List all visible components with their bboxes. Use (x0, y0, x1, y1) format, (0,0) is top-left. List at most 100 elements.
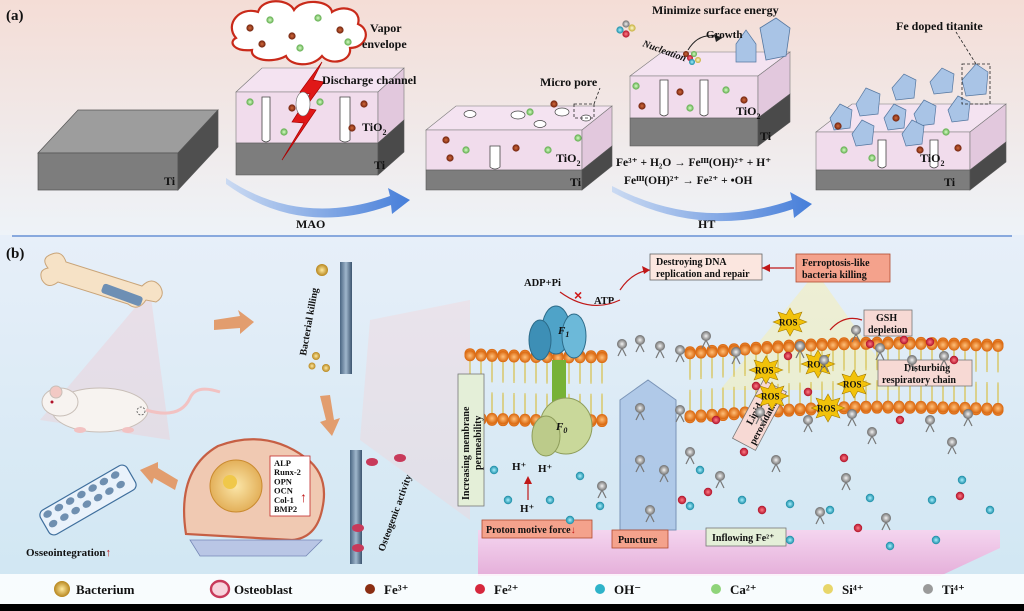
ti-label-5: Ti (944, 175, 956, 189)
legend-item: OH⁻ (595, 582, 641, 597)
femur-implant (40, 252, 163, 308)
ion-oh (985, 505, 995, 515)
lipid-head (706, 346, 718, 358)
osteo-marker: BMP2 (274, 504, 297, 514)
ti-pin (731, 347, 741, 365)
ion-ca (316, 98, 324, 106)
ros-burst: ROS (810, 393, 846, 423)
nucleus-si (695, 57, 701, 63)
proton-motive-force-label: Proton motive force↓ (486, 525, 576, 536)
lipid-head (497, 351, 509, 363)
lipid-head (860, 400, 872, 412)
destroying-dna-line1: Destroying DNA (656, 257, 727, 268)
gsh-line1: GSH (876, 313, 897, 324)
ti-pin (675, 345, 685, 363)
osteo-marker: OCN (274, 486, 294, 496)
ti-substrate-block: Ti (37, 109, 219, 191)
ti-pin (925, 415, 935, 433)
lipid-head (816, 340, 828, 352)
ion-ca (722, 86, 730, 94)
lipid-head (717, 408, 729, 420)
ti-pin (635, 335, 645, 353)
lipid-head (486, 412, 498, 424)
ti-pin (675, 405, 685, 423)
lipid-head (519, 351, 531, 363)
ti-pin (847, 409, 857, 427)
nucleus-oh (689, 59, 695, 65)
puncture-label: Puncture (618, 535, 658, 546)
ion-fe2 (865, 339, 875, 349)
ti-pin (803, 415, 813, 433)
panel-b-label: (b) (6, 246, 24, 262)
ion-ca (462, 146, 470, 154)
ferroptosis-box: Ferroptosis-like bacteria killing (795, 253, 891, 283)
lipid-head (904, 400, 916, 412)
ti-pin (867, 427, 877, 445)
lipid-head (508, 413, 520, 425)
ion-fe2 (751, 381, 761, 391)
scaffold-pore (88, 484, 97, 492)
ion-fe3 (288, 32, 296, 40)
ion-fe2 (677, 495, 687, 505)
mao-discharge-block: Vapor envelope Discharge channel TiO2 Ti (230, 0, 417, 176)
legend-background (0, 574, 1024, 604)
rat-illustration (41, 385, 221, 433)
ion-oh (957, 475, 967, 485)
scaffold-pore (54, 503, 64, 512)
ion-fe3 (512, 144, 520, 152)
ti-pin (701, 331, 711, 349)
ion-fe2 (949, 355, 959, 365)
ion-fe2 (757, 505, 767, 515)
gsh-line2: depletion (868, 325, 908, 336)
lipid-head (684, 410, 696, 422)
scaffold-pore (77, 490, 86, 499)
ti-pin (939, 351, 949, 369)
ion-oh (503, 495, 513, 505)
legend-label: Fe³⁺ (384, 582, 408, 597)
ti-pin (597, 481, 607, 499)
scaffold-pore (82, 500, 92, 508)
osteo-marker: ALP (274, 458, 291, 468)
discharge-channel-label: Discharge channel (322, 73, 417, 87)
h-plus-2: H⁺ (538, 463, 553, 475)
osteoblast-icon (209, 579, 231, 599)
ion-oh (785, 535, 795, 545)
ion-ca (942, 128, 950, 136)
ros-burst: ROS (800, 349, 836, 379)
ion-oh (825, 505, 835, 515)
ion-fe2 (739, 447, 749, 457)
lipid-head (585, 352, 597, 364)
ion-fe3 (740, 96, 748, 104)
ion-fe2 (899, 335, 909, 345)
lipid-head (519, 413, 531, 425)
ion-fe3 (336, 26, 344, 34)
ti-pin (875, 343, 885, 361)
ion-oh (489, 465, 499, 475)
ion-fe2 (622, 30, 630, 38)
ion-ca (840, 146, 848, 154)
ti-pin (815, 507, 825, 525)
lipid-head (838, 339, 850, 351)
lipid-head (948, 401, 960, 413)
ti-pin (881, 513, 891, 531)
scaffold-pore (48, 519, 58, 528)
legend-label: Ti⁴⁺ (942, 582, 965, 597)
ion-ca (296, 44, 304, 52)
lipid-head (926, 401, 938, 413)
ion-ca (344, 38, 352, 46)
legend-item: Ca²⁺ (711, 582, 757, 597)
ion-fe3 (246, 24, 254, 32)
osteo-marker: Col-1 (274, 495, 294, 505)
ion-fe2 (895, 415, 905, 425)
h-plus-1: H⁺ (512, 461, 527, 473)
nucleation-block: Minimize surface energy Nucleation Growt… (616, 3, 791, 187)
ti-label-3: Ti (570, 175, 582, 189)
fe-doped-titanite-label: Fe doped titanite (896, 19, 983, 33)
puncture-box: Puncture (611, 529, 669, 549)
legend-item: Fe³⁺ (365, 582, 408, 597)
ion-swatch-icon (595, 584, 605, 594)
flow-arrows (140, 310, 340, 490)
ion-swatch-icon (823, 584, 833, 594)
ti-pin (795, 341, 805, 359)
